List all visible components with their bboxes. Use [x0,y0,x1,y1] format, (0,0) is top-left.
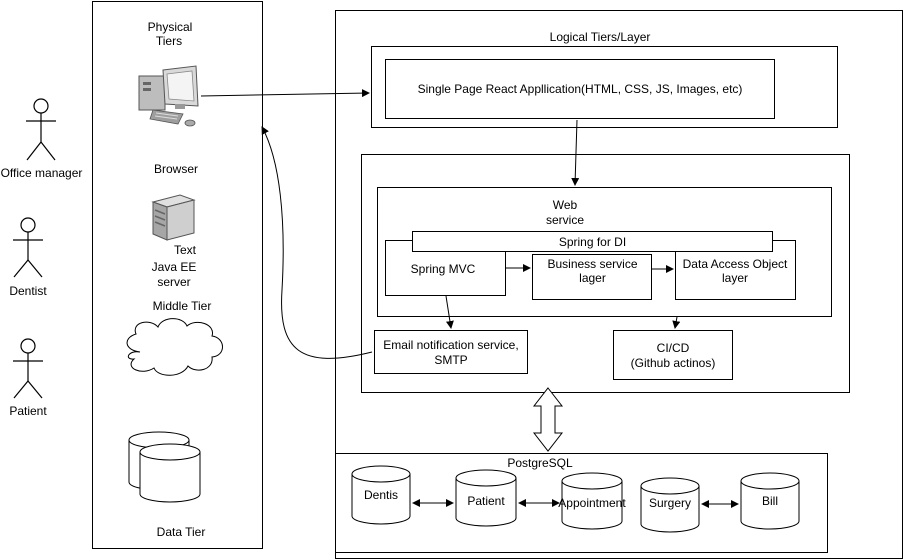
backend-db-double-arrow [532,387,564,452]
actor-label-office-manager: Office manager [0,166,83,180]
db-table-patient [455,469,517,527]
db-table-appointment [561,472,623,530]
logical-tiers-title: Logical Tiers/Layer [549,30,651,44]
mvc-to-email-arrow [445,295,454,329]
spring-di-box: Spring for DI [412,231,773,252]
business-service-label-2: lager [579,271,606,285]
middle-tier-cloud-icon [126,318,223,376]
db-table-surgery [640,477,700,533]
server-label-2: server [157,275,191,289]
physical-tiers-title-2: Tiers [155,34,183,48]
cicd-label-2: (Github actinos) [630,356,716,370]
dao-label-2: layer [721,271,748,285]
desktop-computer-icon [138,65,199,127]
email-service-label-2: SMTP [434,353,468,367]
middle-tier-label: Middle Tier [152,299,212,313]
cicd-box [613,330,733,380]
web-service-label-1: Web [552,198,578,212]
spring-di-label: Spring for DI [558,234,627,249]
business-service-box [532,254,652,300]
actor-label-patient: Patient [9,404,47,418]
spa-label: Single Page React Appllication(HTML, CSS… [417,82,743,96]
db-table-label-surgery: Surgery [648,496,692,510]
db-table-label-dentis: Dentis [363,488,398,502]
email-to-physical-tier-arrow [261,126,373,359]
actor-label-dentist: Dentist [9,284,47,298]
server-tower-icon [151,194,196,241]
business-service-label-1: Business service [547,257,638,271]
db-table-label-bill: Bill [761,494,778,508]
email-service-box [374,330,528,374]
physical-tiers-title-1: Physical [147,20,193,34]
spring-mvc-label: Spring MVC [410,262,476,276]
dao-label-1: Data Access Object [682,257,788,271]
spa-to-webservice-arrow [571,119,580,186]
db-table-dentis [351,465,411,525]
office-manager-actor-icon [26,98,56,161]
browser-to-spa-arrow [200,89,370,98]
server-text-label: Text [173,243,196,257]
cicd-label-1: CI/CD [656,341,690,355]
spa-box: Single Page React Appllication(HTML, CSS… [385,59,775,119]
server-label-1: Java EE [151,260,197,274]
patient-actor-icon [13,338,43,399]
postgresql-title: PostgreSQL [507,456,573,470]
browser-label: Browser [153,162,198,176]
db-table-label-patient: Patient [467,494,505,508]
data-tier-database-icon [128,431,201,503]
db-table-label-appointment: Appointment [558,496,626,510]
db-table-bill [740,472,800,530]
data-tier-label: Data Tier [156,525,206,539]
dentist-actor-icon [13,217,43,278]
email-service-label-1: Email notification service, [383,338,519,352]
webservice-to-cicd-arrow [672,316,681,329]
web-service-label-2: service [545,213,584,227]
